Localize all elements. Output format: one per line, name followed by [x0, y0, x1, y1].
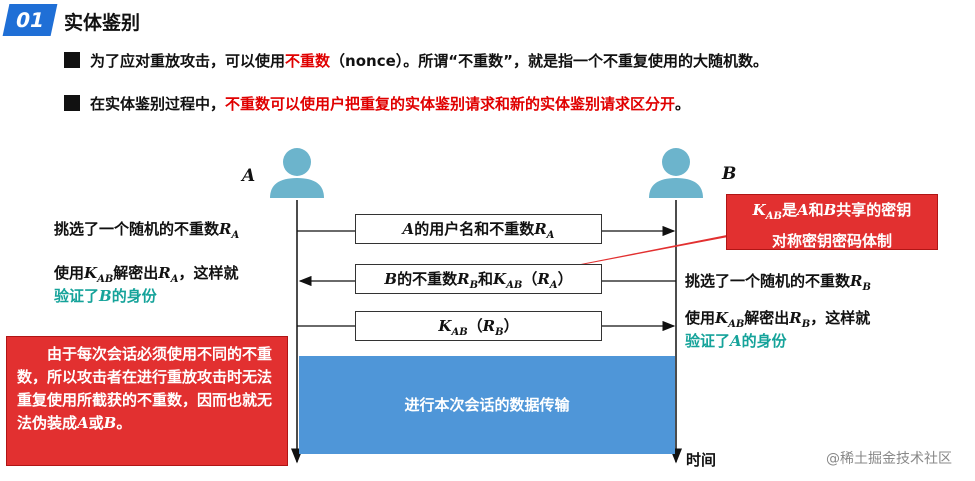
bullet-square-icon: [64, 95, 80, 111]
left-note-2-verify: 验证了B的身份: [54, 287, 157, 305]
page-title: 实体鉴别: [64, 12, 141, 34]
person-b-icon: [649, 148, 703, 198]
left-note-2: 使用KAB解密出RA，这样就: [54, 264, 239, 285]
left-note-1: 挑选了一个随机的不重数RA: [54, 220, 240, 241]
bullet-2: 在实体鉴别过程中，不重数可以使用户把重复的实体鉴别请求和新的实体鉴别请求区分开。: [90, 95, 691, 113]
message-box-2: B的不重数RB和KAB（RA）: [355, 264, 602, 294]
party-b-label: B: [722, 164, 737, 184]
bullet-1: 为了应对重放攻击，可以使用不重数（nonce）。所谓“不重数”，就是指一个不重复…: [90, 52, 768, 70]
bullet-square-icon: [64, 52, 80, 68]
person-a-icon: [270, 148, 324, 198]
data-transfer-region: 进行本次会话的数据传输: [299, 356, 675, 454]
right-note-1: 挑选了一个随机的不重数RB: [685, 272, 871, 293]
party-a-label: A: [242, 166, 256, 186]
right-note-2: 使用KAB解密出RB，这样就: [685, 309, 871, 330]
replay-explanation-box: 由于每次会话必须使用不同的不重数，所以攻击者在进行重放攻击时无法重复使用所截获的…: [6, 336, 288, 466]
message-box-3: KAB（RB）: [355, 311, 602, 341]
shared-key-callout: KAB是A和B共享的密钥 对称密钥密码体制: [726, 194, 938, 250]
watermark: @稀土掘金技术社区: [826, 451, 952, 467]
time-label: 时间: [686, 451, 717, 469]
right-note-2-verify: 验证了A的身份: [685, 332, 787, 350]
message-box-1: A的用户名和不重数RA: [355, 214, 602, 244]
